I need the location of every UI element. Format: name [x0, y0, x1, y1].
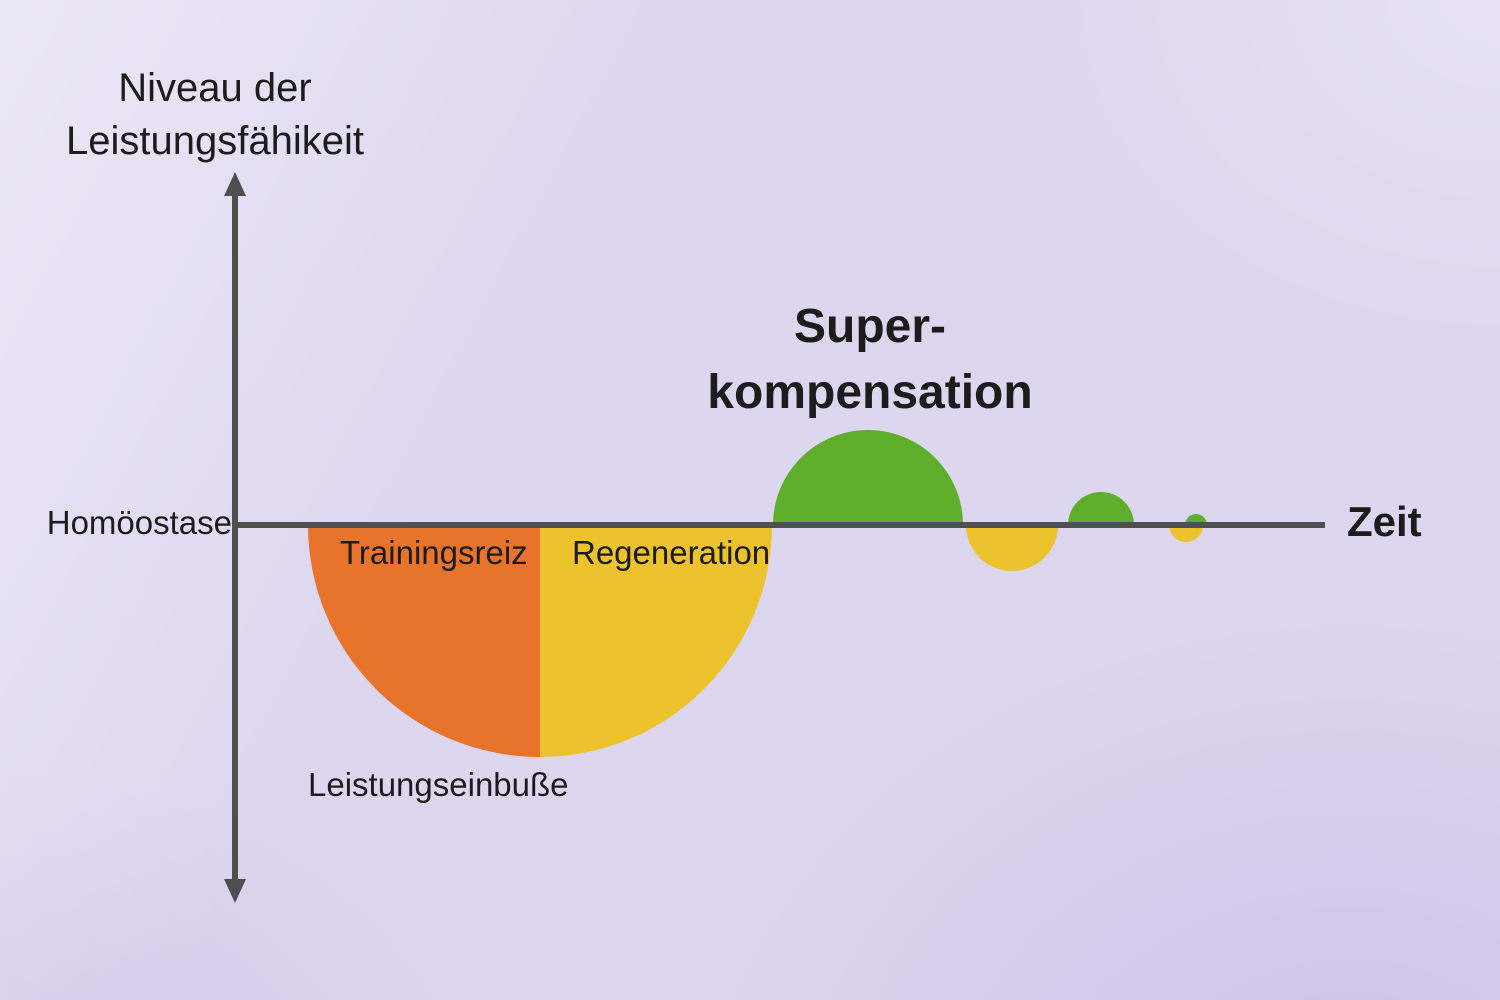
y-axis-line [232, 192, 238, 883]
y-axis-title-line1: Niveau der [118, 66, 312, 110]
y-axis-title: Niveau der Leistungsfähikeit [10, 62, 420, 168]
regeneration-half-disc [540, 525, 772, 757]
x-axis-line [235, 522, 1325, 528]
trainingsreiz-label: Trainingsreiz [340, 534, 528, 571]
supercompensation-title-line2: kompensation [707, 366, 1033, 420]
x-axis-title: Zeit [1347, 498, 1422, 545]
y-axis-title-line2: Leistungsfähikeit [66, 118, 364, 163]
regeneration-label: Regeneration [572, 534, 771, 571]
supercompensation-title-line1: Super- [793, 300, 946, 353]
homoeostase-label: Homöostase [46, 504, 232, 541]
oscillation-dip-tiny [1169, 525, 1203, 542]
supercompensation-bump-large [773, 430, 963, 525]
leistungseinbusse-label: Leistungseinbuße [308, 766, 569, 803]
supercompensation-title: Super- kompensation [620, 294, 1120, 426]
oscillation-dip-medium [966, 525, 1058, 571]
trainingsreiz-half-disc [308, 525, 540, 757]
oscillation-bump-small [1068, 492, 1134, 525]
y-axis-arrow-up-icon [224, 172, 246, 196]
y-axis-arrow-down-icon [224, 879, 246, 903]
